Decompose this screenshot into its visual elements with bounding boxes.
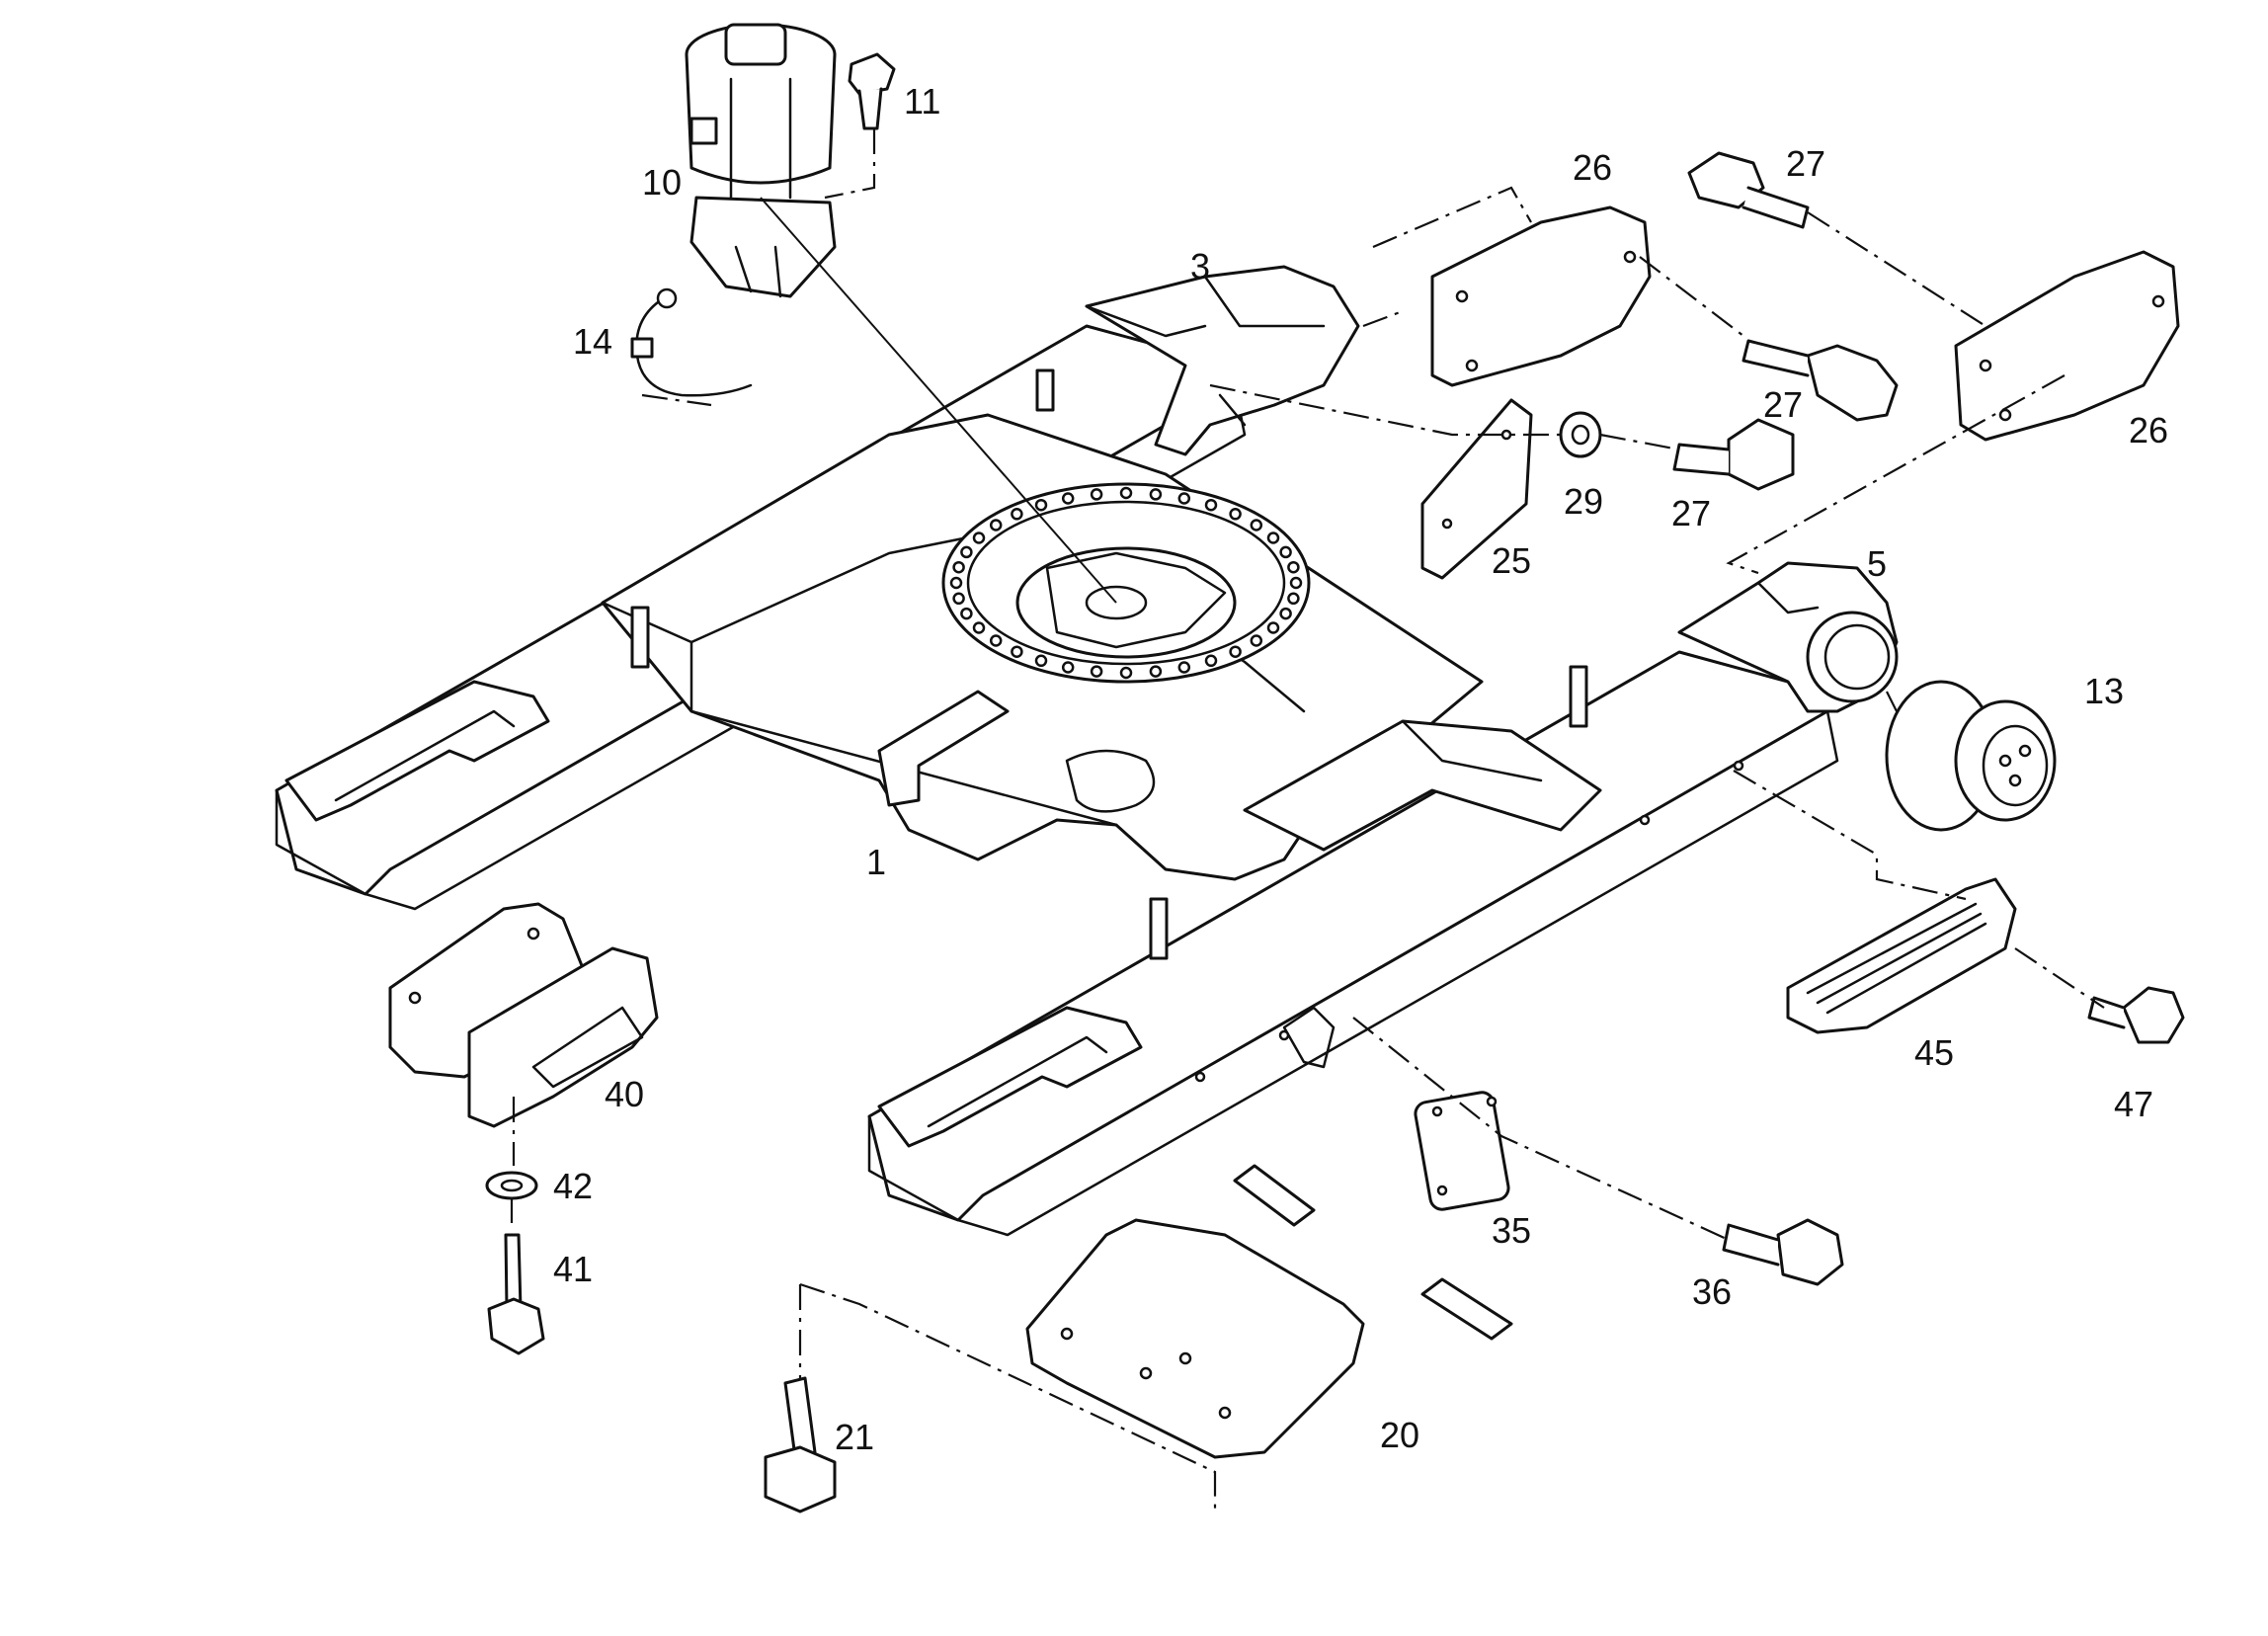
ring-bolt-hole xyxy=(1149,488,1163,501)
ring-bolt-hole xyxy=(1011,645,1023,658)
ring-bolt-hole xyxy=(1289,576,1303,590)
ring-bolt-hole xyxy=(1250,519,1263,532)
ring-bolt-hole xyxy=(960,607,973,620)
plate-20 xyxy=(1025,1218,1365,1459)
ring-bolt-hole xyxy=(1177,661,1191,674)
ring-bolt-hole xyxy=(952,592,965,606)
ring-bolt-hole xyxy=(1177,492,1191,505)
bolt-36 xyxy=(1722,1218,1844,1286)
ring-bolt-hole xyxy=(1287,560,1300,574)
ring-bolt-hole xyxy=(1287,592,1300,606)
label-3: 3 xyxy=(1190,246,1210,286)
label-27-top: 27 xyxy=(1786,143,1825,184)
leader-lines xyxy=(510,128,2105,1512)
ring-bolt-hole xyxy=(1266,532,1280,544)
label-20: 20 xyxy=(1380,1415,1419,1455)
ring-bolt-hole xyxy=(1061,492,1075,505)
ring-bolt-hole xyxy=(1034,498,1048,512)
bolt-27-mid xyxy=(1742,339,1899,422)
bolt-21 xyxy=(764,1376,837,1513)
label-41: 41 xyxy=(553,1249,593,1289)
label-27-mid: 27 xyxy=(1763,384,1803,425)
bolt-27-low xyxy=(1672,418,1795,491)
label-13: 13 xyxy=(2084,671,2124,711)
label-26-right: 26 xyxy=(2129,410,2168,450)
ring-bolt-hole xyxy=(1149,665,1163,678)
cover-plate-26-right xyxy=(1954,250,2180,442)
ring-bolt-hole xyxy=(949,576,963,590)
ring-bolt-hole xyxy=(972,621,986,634)
cover-plate-26-left xyxy=(1430,205,1652,387)
label-14: 14 xyxy=(573,321,612,362)
ring-bolt-hole xyxy=(960,545,973,559)
washer-42 xyxy=(485,1171,538,1200)
label-47: 47 xyxy=(2114,1084,2153,1124)
drive-mount-left xyxy=(1085,265,1360,456)
label-25: 25 xyxy=(1492,540,1531,581)
label-21: 21 xyxy=(835,1417,874,1457)
ring-bolt-hole xyxy=(1229,645,1242,658)
label-35: 35 xyxy=(1492,1210,1531,1251)
plate-35 xyxy=(1414,1091,1510,1211)
ring-bolt-hole xyxy=(1011,508,1023,521)
ring-bolt-hole xyxy=(972,532,986,544)
label-5: 5 xyxy=(1867,543,1887,584)
ring-bolt-hole xyxy=(1250,634,1263,647)
ring-bolt-hole xyxy=(1119,666,1133,680)
label-40: 40 xyxy=(605,1074,644,1114)
ring-bolt-hole xyxy=(1090,488,1103,501)
swing-motor xyxy=(685,23,837,298)
label-11: 11 xyxy=(904,81,940,122)
ring-bolt-hole xyxy=(989,634,1003,647)
bolt-11 xyxy=(848,52,896,130)
step-45 xyxy=(1786,877,2017,1034)
bolt-27-top xyxy=(1687,151,1810,229)
ring-bolt-hole xyxy=(1204,654,1218,668)
ring-bolt-hole xyxy=(989,519,1003,532)
ring-bolt-hole xyxy=(1279,607,1292,620)
label-27-low: 27 xyxy=(1671,493,1711,533)
undercarriage-frame xyxy=(275,324,1839,1237)
part-labels: 1 3 5 10 11 13 14 20 21 25 26 26 27 27 2… xyxy=(553,81,2168,1457)
hose-14 xyxy=(630,287,753,397)
ring-bolt-hole xyxy=(1034,654,1048,668)
bolt-47 xyxy=(2087,986,2185,1044)
hub-13 xyxy=(1885,680,2057,832)
plate-25 xyxy=(1420,398,1533,580)
washer-29 xyxy=(1559,411,1602,458)
label-45: 45 xyxy=(1914,1032,1954,1073)
ring-bolt-hole xyxy=(952,560,965,574)
ring-bolt-hole xyxy=(1204,498,1218,512)
label-1: 1 xyxy=(866,842,886,882)
ring-bolt-hole xyxy=(1061,661,1075,674)
pin xyxy=(1233,1164,1513,1341)
label-36: 36 xyxy=(1692,1271,1732,1312)
ring-bolt-hole xyxy=(1119,486,1133,500)
bolt-41 xyxy=(487,1233,545,1355)
label-10: 10 xyxy=(642,162,682,203)
drive-mount-right xyxy=(1677,561,1899,713)
label-29: 29 xyxy=(1564,481,1603,522)
label-26-top: 26 xyxy=(1573,147,1612,188)
ring-bolt-hole xyxy=(1266,621,1280,634)
ring-bolt-hole xyxy=(1279,545,1292,559)
ring-bolt-hole xyxy=(1229,508,1242,521)
ring-bolt-hole xyxy=(1090,665,1103,678)
label-42: 42 xyxy=(553,1166,593,1206)
bracket-40 xyxy=(388,902,659,1128)
